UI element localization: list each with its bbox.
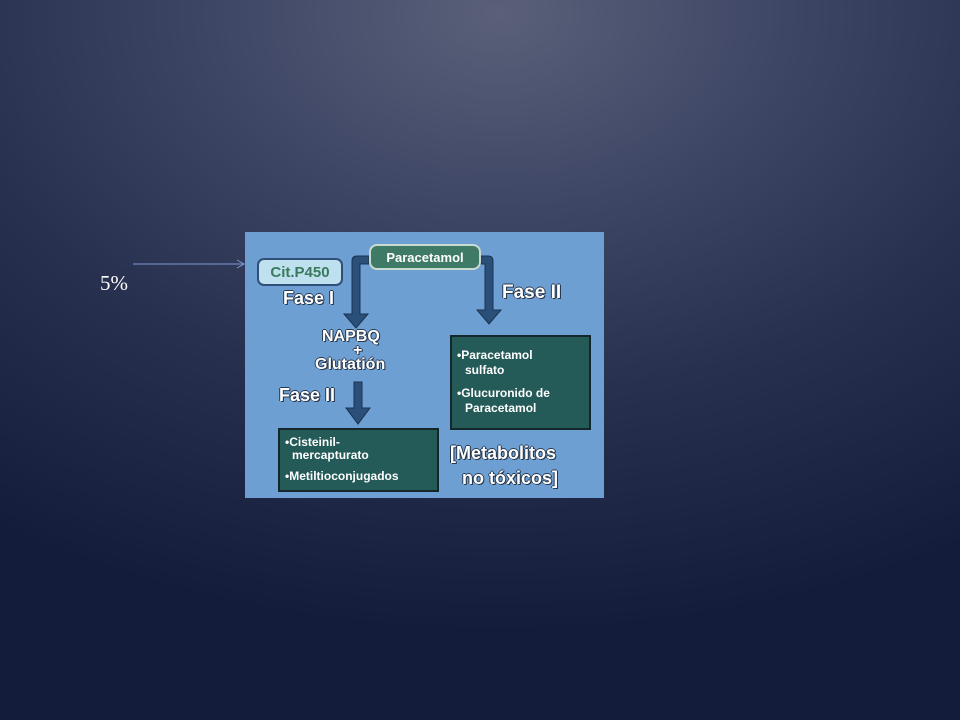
cyp450-label: Cit.P450 (270, 264, 330, 281)
non-toxic-line1: [Metabolitos (450, 443, 556, 463)
metabolism-diagram: Paracetamol Cit.P450 Fase I Fase II NAPB… (245, 232, 604, 498)
arrow-to-phase2-right-icon (475, 255, 503, 325)
arrow-to-napbq-icon (342, 255, 370, 329)
right-item1-line1: •Paracetamol (457, 348, 533, 362)
left-item2: •Metiltioconjugados (285, 469, 399, 483)
left-metabolites-box: •Cisteinil- mercapturato •Metiltioconjug… (278, 428, 439, 492)
paracetamol-label: Paracetamol (386, 250, 464, 265)
glutathione-label: Glutatión (315, 356, 386, 373)
paracetamol-node: Paracetamol (369, 244, 481, 270)
cyp450-node: Cit.P450 (257, 258, 343, 286)
phase2-left-label: Fase II (279, 385, 336, 405)
plus-sign: + (353, 342, 363, 359)
left-item1-line2: mercapturato (292, 448, 369, 462)
pathway-arrows (342, 255, 503, 425)
percentage-label: 5% (100, 271, 128, 295)
right-item2-line1: •Glucuronido de (457, 386, 550, 400)
phase1-label: Fase I (283, 288, 335, 308)
napbq-label: NAPBQ (322, 328, 380, 345)
non-toxic-line2: no tóxicos] (462, 468, 559, 488)
right-metabolites-box: •Paracetamol sulfato •Glucuronido de Par… (450, 335, 591, 430)
arrow-to-left-box-icon (345, 381, 371, 425)
phase2-right-label: Fase II (502, 282, 562, 303)
right-item1-line2: sulfato (465, 363, 505, 377)
right-item2-line2: Paracetamol (465, 401, 537, 415)
left-item1-line1: •Cisteinil- (285, 435, 340, 449)
